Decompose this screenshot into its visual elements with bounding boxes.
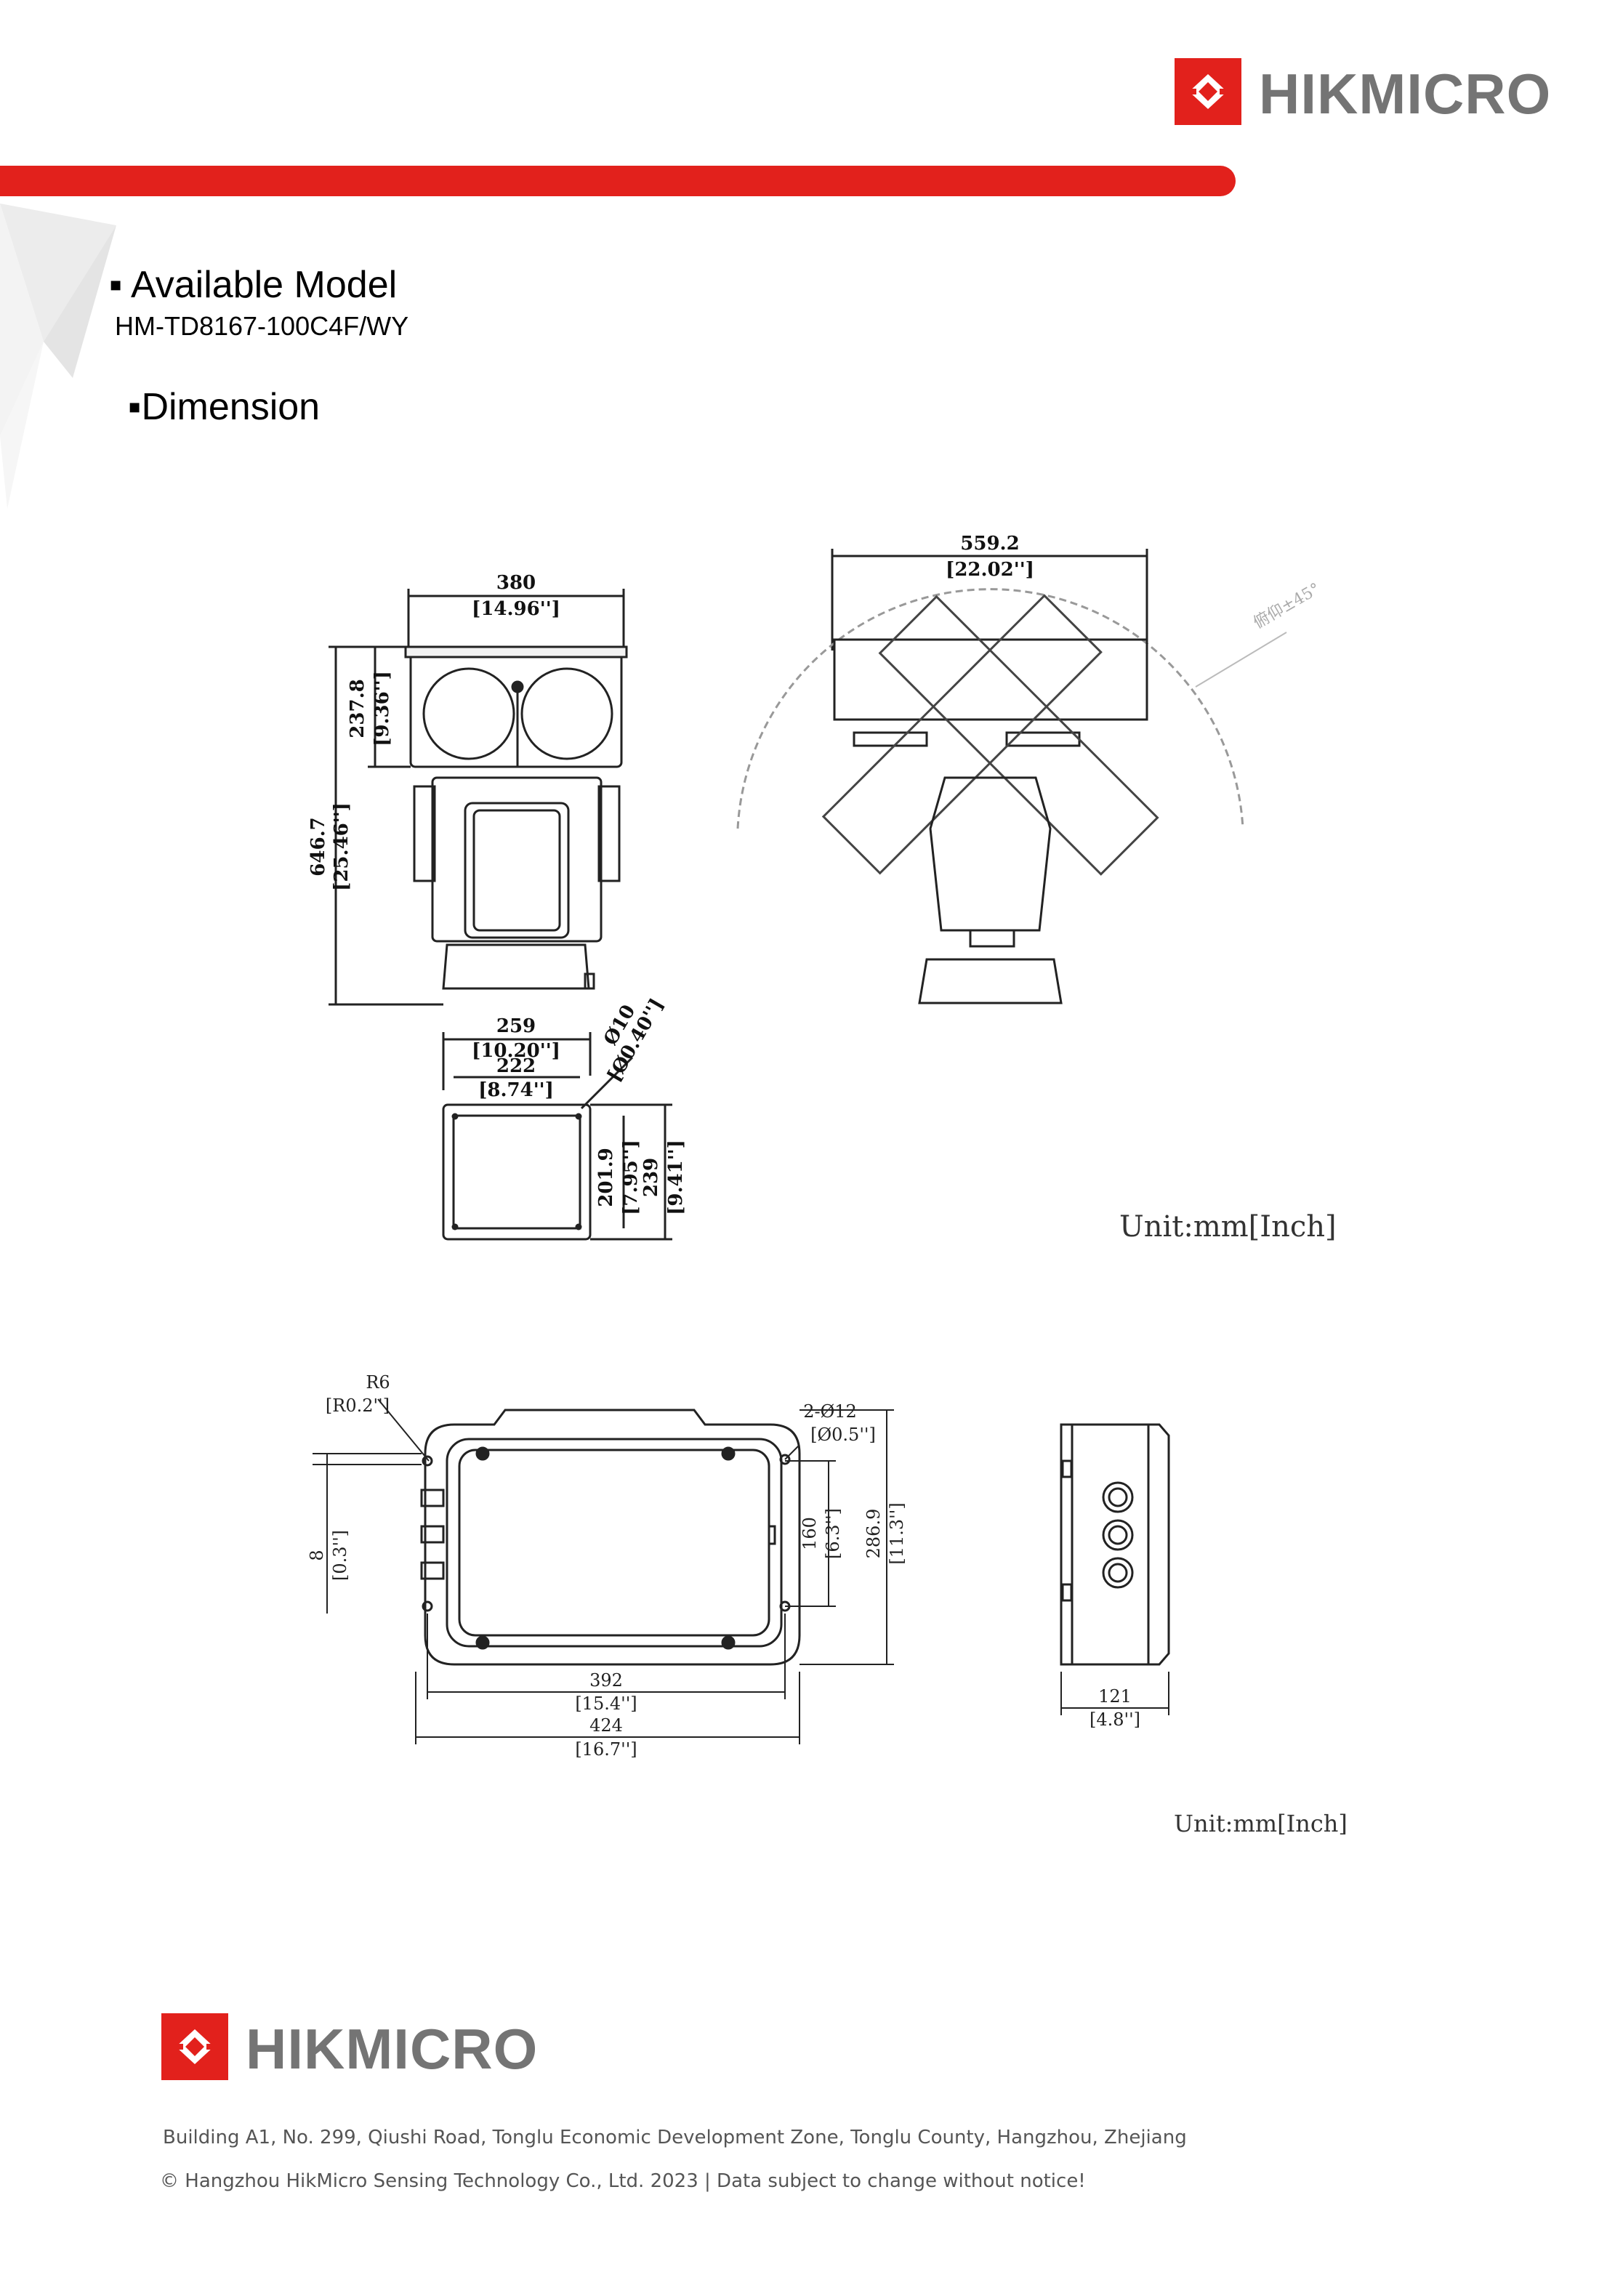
footer-logo: HIKMICRO [161,2013,539,2083]
camera-side-yoke [929,776,1052,932]
dim-hole-spacing-h: 392 [589,1670,623,1691]
lens-left [422,667,515,760]
dim-depth: 121 [1098,1686,1132,1707]
footer-copyright: © Hangzhou HikMicro Sensing Technology C… [160,2170,1086,2192]
dim-base-hole-spacing: 222 [496,1055,536,1077]
dim-housing-height: 237.8 [347,679,369,738]
footer-address: Building A1, No. 299, Qiushi Road, Tongl… [163,2127,1187,2148]
dim-width: 424 [589,1715,623,1736]
dim-base-depth: 239 [640,1158,662,1197]
lens-right [520,667,613,760]
dimension-heading-row: ▪Dimension [128,385,320,429]
header-logo: HIKMICRO [1175,58,1552,128]
dim-front-width: 380 [496,572,536,594]
camera-side-tilt-down [878,595,1159,876]
drawing-junction-box: R6 [R0.2''] 8 [0.3''] 2-Ø12 [Ø0.5''] 160… [307,1372,1170,1760]
tilt-note: 俯仰±45° [1251,580,1324,632]
dim-radius-in: [R0.2''] [326,1395,390,1416]
dim-depth-in: [4.8''] [1090,1709,1140,1730]
dim-hole-spacing-v: 160 [800,1517,820,1550]
dim-side-width-in: [22.02''] [946,559,1034,581]
junction-box-side [1060,1423,1170,1666]
camera-yoke [431,776,603,943]
drawing2-unit: Unit:mm[Inch] [1174,1810,1348,1837]
dimension-heading: Dimension [141,386,321,428]
dim-mount-holes: 2-Ø12 [803,1401,857,1422]
model-name: HM-TD8167-100C4F/WY [115,311,409,341]
dim-front-width-in: [14.96''] [472,598,560,620]
drawing-camera-dimensions: 380 [14.96''] 646.7 [25.46''] 237.8 [9.3… [307,533,1324,1241]
bullet-icon: ▪ [109,264,132,306]
dim-hole-spacing-h-in: [15.4''] [575,1693,637,1714]
decorative-facets [0,204,116,509]
dim-housing-height-in: [9.36''] [371,671,393,746]
junction-box-body [424,1409,801,1666]
available-model-heading-row: ▪ Available Model [109,263,397,307]
dim-total-height: 646.7 [307,817,329,876]
dim-base-depth-holes: 201.9 [595,1148,617,1207]
footer-brand-text: HIKMICRO [246,2017,539,2081]
dim-small: 8 [307,1550,327,1560]
available-model-heading: Available Model [131,264,398,306]
dim-base-width: 259 [496,1015,536,1037]
dim-radius: R6 [366,1372,390,1393]
bullet-icon: ▪ [128,386,142,428]
dim-base-hole-spacing-in: [8.74''] [478,1079,554,1101]
dim-base-width-in: [10.20''] [472,1040,560,1062]
dim-side-width: 559.2 [960,533,1019,555]
dim-height-in: [11.3''] [887,1502,907,1564]
dim-width-in: [16.7''] [575,1739,637,1760]
header-red-bar [0,166,1236,196]
dim-base-depth-in: [9.41''] [665,1140,687,1215]
dim-mount-holes-in: [Ø0.5''] [810,1425,876,1445]
drawing1-unit: Unit:mm[Inch] [1119,1210,1337,1244]
dim-total-height-in: [25.46''] [331,802,353,891]
hikmicro-logo-icon [161,2013,228,2080]
dim-small-in: [0.3''] [330,1530,350,1581]
hikmicro-logo-icon [1175,58,1241,125]
dim-hole-spacing-v-in: [6.3''] [823,1508,843,1559]
base-plate [442,1103,592,1241]
header-brand-text: HIKMICRO [1259,62,1552,126]
dim-height: 286.9 [863,1509,884,1559]
dim-base-depth-holes-in: [7.95''] [620,1140,642,1215]
